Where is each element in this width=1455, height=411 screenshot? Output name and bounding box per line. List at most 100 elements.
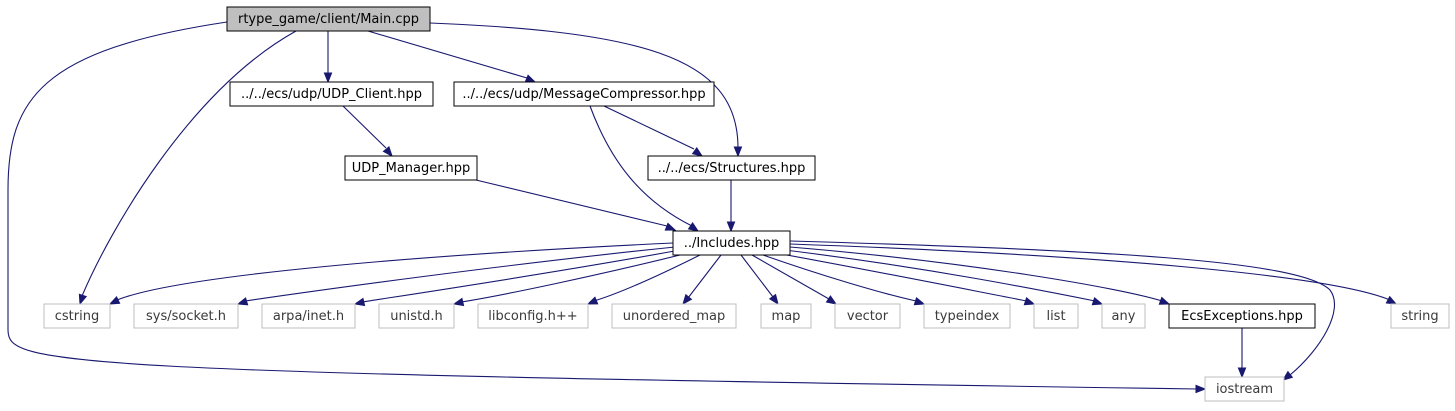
edge-includes-to-string bbox=[789, 243, 1398, 305]
edge-msg_comp-to-includes bbox=[589, 105, 700, 232]
nodes-layer: rtype_game/client/Main.cpp ../../ecs/udp/… bbox=[43, 6, 1450, 402]
edge-line bbox=[361, 249, 681, 303]
edge-line bbox=[589, 105, 693, 227]
node-label: list bbox=[1046, 309, 1065, 324]
edge-includes-to-iostream bbox=[789, 240, 1335, 381]
node-box bbox=[1390, 303, 1450, 329]
edge-arrowhead bbox=[452, 297, 465, 307]
edge-line bbox=[460, 252, 689, 303]
node-box bbox=[226, 6, 431, 32]
edges-layer bbox=[7, 21, 1398, 394]
edge-arrowhead bbox=[768, 293, 779, 306]
edge-arrowhead bbox=[664, 222, 677, 231]
node-main[interactable]: rtype_game/client/Main.cpp bbox=[226, 6, 431, 32]
node-label: ../../ecs/udp/MessageCompressor.hpp bbox=[462, 87, 705, 102]
edge-includes-to-cstring bbox=[108, 242, 674, 305]
node-inet: arpa/inet.h bbox=[261, 303, 356, 329]
edge-includes-to-ecs_exceptions bbox=[789, 246, 1171, 305]
edge-line bbox=[751, 254, 830, 300]
node-box bbox=[453, 81, 715, 107]
node-udp_client[interactable]: ../../ecs/udp/UDP_Client.hpp bbox=[229, 81, 434, 107]
node-unordered_map: unordered_map bbox=[611, 303, 737, 329]
node-includes[interactable]: ../Includes.hpp bbox=[672, 230, 791, 256]
edge-line bbox=[789, 246, 1163, 302]
node-box bbox=[1168, 303, 1316, 329]
edge-line bbox=[784, 249, 1096, 302]
node-list: list bbox=[1033, 303, 1079, 329]
node-box bbox=[647, 155, 816, 181]
node-label: ../../ecs/Structures.hpp bbox=[658, 161, 806, 176]
node-box bbox=[1101, 303, 1146, 329]
node-box bbox=[923, 303, 1011, 329]
node-label: UDP_Manager.hpp bbox=[352, 161, 471, 176]
node-box bbox=[611, 303, 737, 329]
node-label: unistd.h bbox=[390, 309, 443, 324]
node-socket: sys/socket.h bbox=[133, 303, 239, 329]
edge-arrowhead bbox=[78, 293, 88, 306]
edge-line bbox=[342, 105, 387, 149]
edge-arrowhead bbox=[108, 295, 121, 305]
edge-udp_manager-to-includes bbox=[475, 179, 677, 231]
edge-ecs_exceptions-to-iostream bbox=[1237, 328, 1247, 379]
edge-arrowhead bbox=[323, 72, 333, 84]
edge-includes-to-any bbox=[784, 249, 1104, 306]
node-label: EcsExceptions.hpp bbox=[1181, 309, 1303, 324]
node-label: rtype_game/client/Main.cpp bbox=[238, 12, 419, 27]
node-string: string bbox=[1390, 303, 1450, 329]
edge-arrowhead bbox=[1023, 296, 1036, 306]
node-label: cstring bbox=[55, 309, 99, 324]
node-cstring: cstring bbox=[43, 303, 111, 329]
node-label: libconfig.h++ bbox=[488, 309, 577, 324]
edge-arrowhead bbox=[382, 145, 393, 158]
edge-arrowhead bbox=[1385, 295, 1398, 305]
edge-includes-to-libconfig bbox=[586, 254, 701, 305]
edge-line bbox=[775, 252, 1028, 302]
node-label: ../Includes.hpp bbox=[684, 236, 780, 251]
node-map: map bbox=[760, 303, 812, 329]
edge-arrowhead bbox=[913, 297, 926, 306]
node-label: vector bbox=[847, 309, 889, 324]
node-structures[interactable]: ../../ecs/Structures.hpp bbox=[647, 155, 816, 181]
edge-line bbox=[367, 30, 528, 79]
edge-arrowhead bbox=[825, 295, 838, 305]
node-ecs_exceptions[interactable]: EcsExceptions.hpp bbox=[1168, 303, 1316, 329]
edge-line bbox=[244, 246, 676, 302]
edge-line bbox=[475, 179, 668, 227]
edge-main-to-cstring bbox=[78, 30, 297, 306]
edge-line bbox=[7, 21, 1198, 390]
node-label: string bbox=[1401, 309, 1438, 324]
node-box bbox=[760, 303, 812, 329]
edge-arrowhead bbox=[1237, 367, 1247, 379]
node-label: map bbox=[772, 309, 801, 324]
edge-msg_comp-to-structures bbox=[603, 105, 704, 157]
node-box bbox=[1033, 303, 1079, 329]
node-box bbox=[834, 303, 901, 329]
edge-arrowhead bbox=[1195, 384, 1207, 394]
edge-line bbox=[687, 254, 722, 299]
edge-main-to-iostream bbox=[7, 21, 1207, 394]
edge-arrowhead bbox=[353, 297, 366, 307]
node-label: arpa/inet.h bbox=[273, 309, 344, 324]
edge-line bbox=[789, 240, 1335, 376]
edge-includes-to-map bbox=[740, 254, 779, 306]
edge-line bbox=[593, 254, 701, 302]
edge-includes-to-unistd bbox=[452, 252, 689, 307]
edge-arrowhead bbox=[1091, 296, 1104, 306]
node-box bbox=[229, 81, 434, 107]
edge-arrowhead bbox=[733, 146, 743, 158]
edge-includes-to-vector bbox=[751, 254, 838, 305]
node-box bbox=[261, 303, 356, 329]
edge-includes-to-inet bbox=[353, 249, 681, 307]
edge-arrowhead bbox=[726, 221, 736, 233]
edge-arrowhead bbox=[682, 293, 693, 306]
edge-main-to-udp_client bbox=[323, 31, 333, 84]
node-label: sys/socket.h bbox=[146, 309, 226, 324]
edge-line bbox=[740, 254, 774, 298]
node-msg_comp[interactable]: ../../ecs/udp/MessageCompressor.hpp bbox=[453, 81, 715, 107]
node-udp_manager[interactable]: UDP_Manager.hpp bbox=[344, 155, 478, 181]
edge-arrowhead bbox=[586, 296, 599, 305]
node-box bbox=[1204, 376, 1285, 402]
edge-line bbox=[116, 242, 674, 301]
edge-arrowhead bbox=[687, 222, 700, 232]
node-box bbox=[344, 155, 478, 181]
